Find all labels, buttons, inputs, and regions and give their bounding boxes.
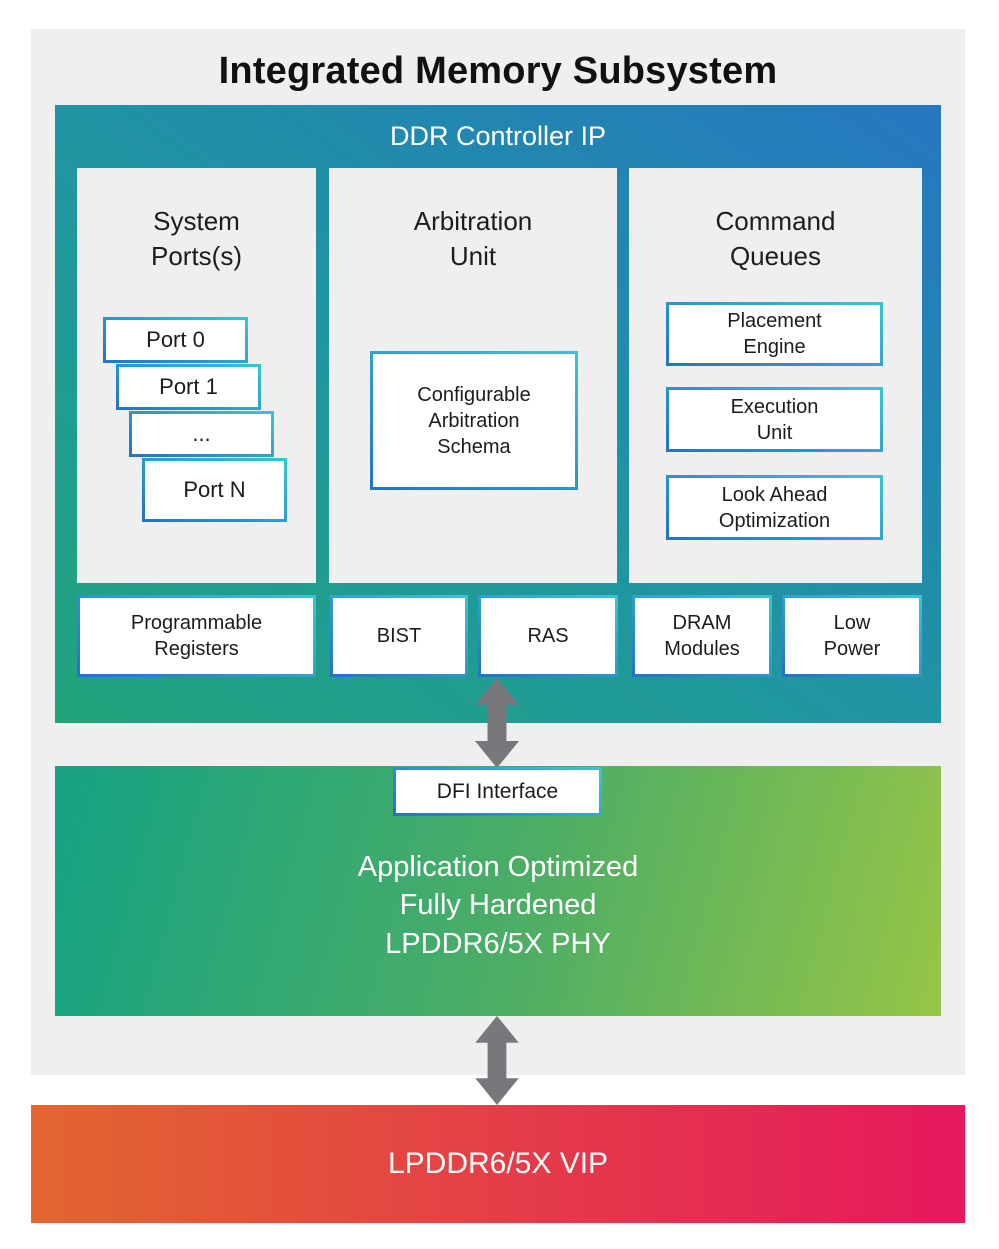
configurable-arbitration-schema-label: Configurable Arbitration Schema [373,354,575,487]
port-0-label: Port 0 [106,320,245,360]
execution-unit-box: Execution Unit [666,387,883,452]
controller-phy-double-arrow-icon [475,678,519,768]
arbitration-unit-header: Arbitration Unit [413,206,533,272]
dfi-interface-label: DFI Interface [396,770,599,813]
page-title: Integrated Memory Subsystem [218,50,778,92]
programmable-registers-box: Programmable Registers [77,595,316,677]
configurable-arbitration-schema-box: Configurable Arbitration Schema [370,351,578,490]
phy-line-3: LPDDR6/5X PHY [385,927,611,960]
dram-modules-box: DRAM Modules [632,595,772,677]
programmable-registers-label: Programmable Registers [80,598,313,674]
bist-box: BIST [330,595,468,677]
placement-engine-box: Placement Engine [666,302,883,366]
port-n-box: Port N [142,458,287,522]
vip-block: LPDDR6/5X VIP [31,1105,965,1223]
phy-line-2: Fully Hardened [399,889,597,922]
vip-label: LPDDR6/5X VIP [387,1147,609,1180]
phy-vip-double-arrow-icon [475,1016,519,1105]
look-ahead-optimization-label: Look Ahead Optimization [669,478,880,537]
placement-engine-label: Placement Engine [669,305,880,363]
phy-description: Application Optimized Fully Hardened LPD… [55,848,941,963]
port-1-box: Port 1 [116,364,261,410]
port-ellipsis-label: ... [132,414,271,454]
port-0-box: Port 0 [103,317,248,363]
dfi-interface-box: DFI Interface [393,767,602,816]
ddr-controller-title: DDR Controller IP [389,121,607,151]
port-n-label: Port N [145,461,284,519]
ras-box: RAS [478,595,618,677]
system-ports-header: System Ports(s) [151,206,242,272]
execution-unit-label: Execution Unit [669,390,880,449]
phy-line-1: Application Optimized [357,851,639,883]
command-queues-header: Command Queues [715,206,836,272]
port-1-label: Port 1 [119,367,258,407]
look-ahead-optimization-box: Look Ahead Optimization [666,475,883,540]
low-power-box: Low Power [782,595,922,677]
bist-label: BIST [333,598,465,674]
dram-modules-label: DRAM Modules [635,598,769,674]
low-power-label: Low Power [785,598,919,674]
port-ellipsis-box: ... [129,411,274,457]
ras-label: RAS [481,598,615,674]
